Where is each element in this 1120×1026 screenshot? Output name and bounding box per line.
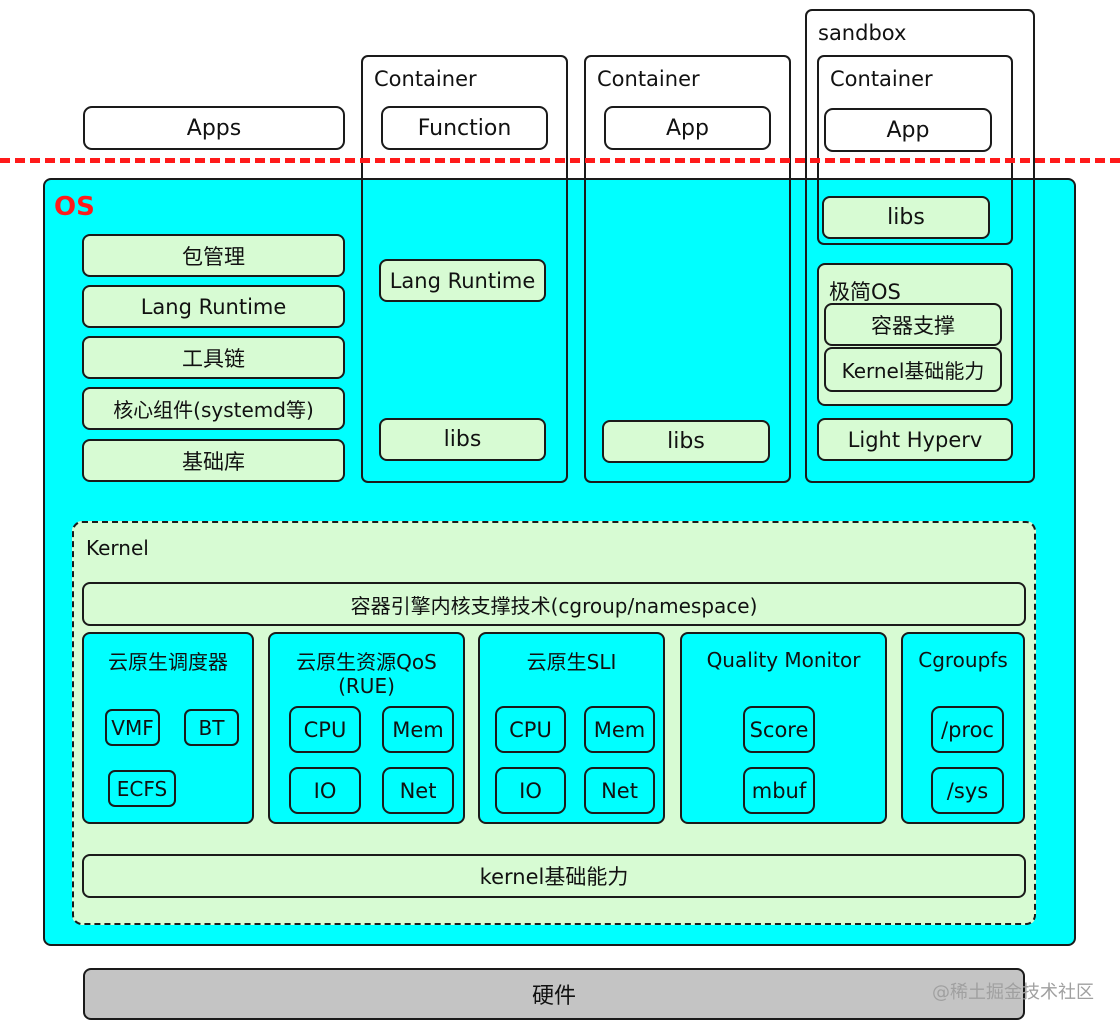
sandbox-app-box: App bbox=[824, 108, 992, 152]
sandbox-container bbox=[817, 55, 1013, 245]
os-stack-core-components: 核心组件(systemd等) bbox=[82, 387, 345, 430]
sli-title: 云原生SLI bbox=[526, 650, 617, 674]
sandbox-container-title: Container bbox=[830, 67, 933, 91]
qos-cpu: CPU bbox=[289, 706, 361, 753]
hardware-layer: 硬件 bbox=[83, 968, 1025, 1020]
container-2-title: Container bbox=[597, 67, 700, 91]
sli-cpu: CPU bbox=[495, 706, 566, 753]
monitor-mbuf: mbuf bbox=[743, 767, 815, 814]
os-stack-toolchain: 工具链 bbox=[82, 336, 345, 379]
watermark: @稀土掘金技术社区 bbox=[932, 982, 1094, 1003]
sli-net: Net bbox=[584, 767, 655, 814]
user-kernel-boundary bbox=[0, 158, 1120, 163]
scheduler-title: 云原生调度器 bbox=[108, 650, 228, 674]
scheduler-vmf: VMF bbox=[105, 709, 160, 746]
cgroupfs-title: Cgroupfs bbox=[918, 648, 1008, 672]
container-2-app-box: App bbox=[604, 106, 771, 150]
cgroupfs-sys: /sys bbox=[931, 767, 1004, 814]
monitor-score: Score bbox=[743, 706, 815, 753]
kernel-title: Kernel bbox=[86, 536, 149, 560]
os-stack-lang-runtime: Lang Runtime bbox=[82, 285, 345, 328]
scheduler-bt: BT bbox=[184, 709, 239, 746]
qos-io: IO bbox=[289, 767, 361, 814]
sandbox-title: sandbox bbox=[818, 21, 907, 45]
container-1-title: Container bbox=[374, 67, 477, 91]
container-1 bbox=[361, 55, 568, 483]
qos-title-line1: 云原生资源QoS bbox=[296, 650, 437, 674]
os-label: OS bbox=[54, 192, 95, 222]
quality-monitor-title: Quality Monitor bbox=[706, 648, 861, 672]
os-stack-base-libs: 基础库 bbox=[82, 439, 345, 482]
qos-net: Net bbox=[382, 767, 454, 814]
minimal-os-kernel-base: Kernel基础能力 bbox=[824, 347, 1002, 392]
qos-title-line2: (RUE) bbox=[338, 674, 395, 698]
minimal-os-container-support: 容器支撑 bbox=[824, 303, 1002, 346]
minimal-os-title: 极简OS bbox=[829, 280, 901, 304]
cgroupfs-proc: /proc bbox=[931, 706, 1004, 753]
container-1-lang-runtime: Lang Runtime bbox=[379, 259, 546, 302]
light-hyperv: Light Hyperv bbox=[817, 418, 1013, 461]
qos-mem: Mem bbox=[382, 706, 454, 753]
scheduler-ecfs: ECFS bbox=[108, 770, 176, 807]
container-2-libs: libs bbox=[602, 420, 770, 463]
sli-mem: Mem bbox=[584, 706, 655, 753]
sandbox-libs: libs bbox=[822, 196, 990, 239]
function-box: Function bbox=[381, 106, 548, 150]
kernel-base-capability: kernel基础能力 bbox=[82, 854, 1026, 898]
container-engine-support: 容器引擎内核支撑技术(cgroup/namespace) bbox=[82, 582, 1026, 626]
container-1-libs: libs bbox=[379, 418, 546, 461]
container-2 bbox=[584, 55, 791, 483]
apps-box: Apps bbox=[83, 106, 345, 150]
sandbox-frame bbox=[805, 9, 1035, 483]
os-stack-package-mgmt: 包管理 bbox=[82, 234, 345, 277]
sli-io: IO bbox=[495, 767, 566, 814]
